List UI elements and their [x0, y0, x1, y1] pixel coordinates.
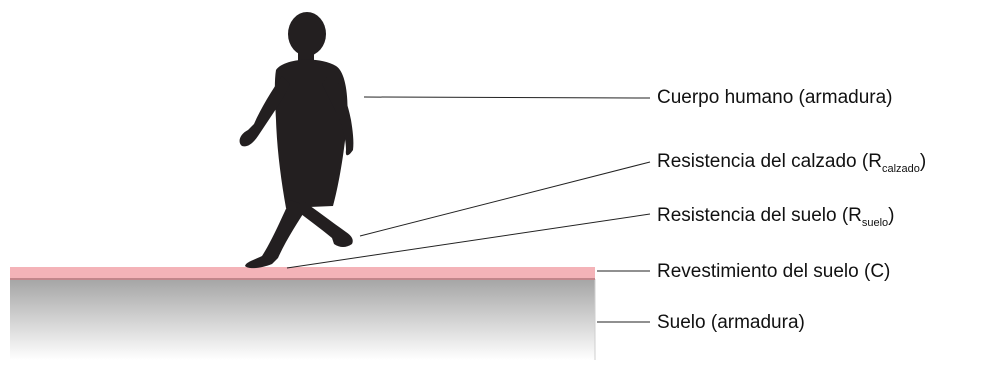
floor-covering-strip	[10, 267, 595, 279]
label-floor-resistance-suffix: )	[888, 205, 895, 226]
leader-line-human-body	[363, 96, 651, 99]
label-shoe-resistance: Resistencia del calzado (Rcalzado)	[657, 151, 927, 175]
label-ground: Suelo (armadura)	[657, 312, 805, 333]
label-floor-resistance-subscript: suelo	[861, 217, 889, 229]
ground-block	[10, 279, 595, 360]
person-silhouette-icon	[239, 12, 354, 269]
label-shoe-resistance-prefix: Resistencia del calzado (R	[657, 151, 882, 172]
label-shoe-resistance-suffix: )	[919, 151, 927, 172]
label-floor-resistance-prefix: Resistencia del suelo (R	[657, 205, 862, 226]
leader-lines	[286, 96, 651, 323]
leader-line-shoe-resistance	[359, 161, 651, 237]
leader-line-floor-resistance	[286, 213, 651, 269]
label-floor-covering: Revestimiento del suelo (C)	[657, 261, 891, 282]
label-human-body: Cuerpo humano (armadura)	[657, 87, 893, 108]
label-shoe-resistance-subscript: calzado	[881, 163, 920, 175]
label-floor-resistance: Resistencia del suelo (Rsuelo)	[657, 205, 895, 229]
